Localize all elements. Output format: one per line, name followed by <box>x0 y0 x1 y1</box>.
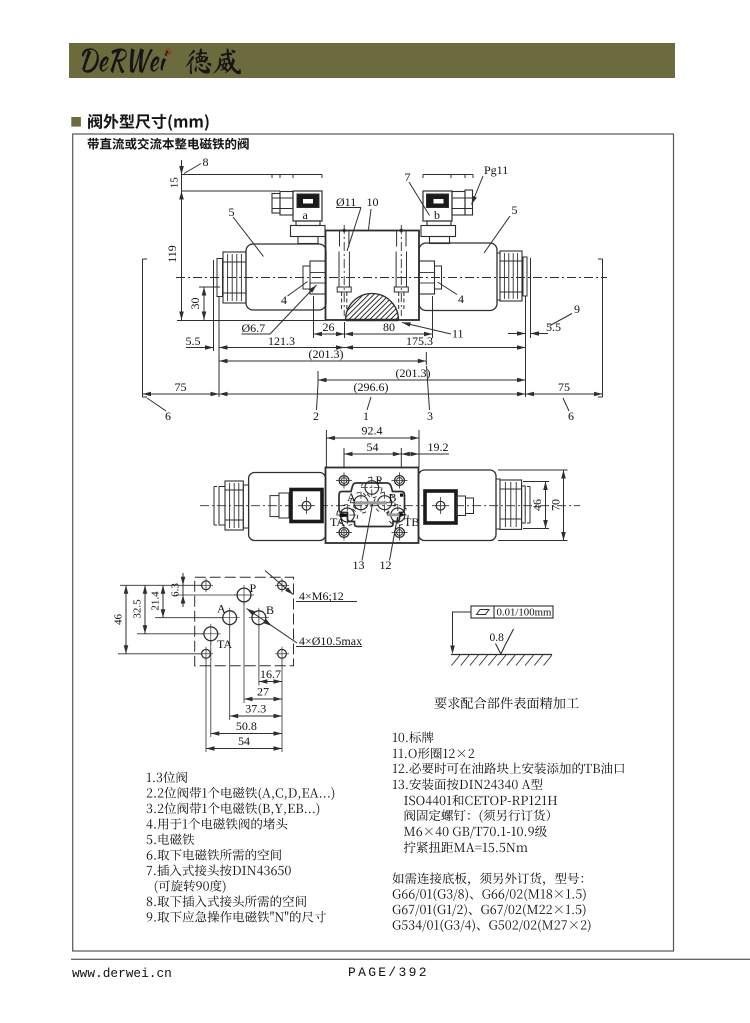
svg-text:46: 46 <box>113 614 125 626</box>
svg-text:4×M6;12: 4×M6;12 <box>299 589 344 603</box>
svg-text:B: B <box>389 491 397 505</box>
svg-text:12: 12 <box>380 558 392 572</box>
svg-text:Ø6.7: Ø6.7 <box>242 321 266 335</box>
svg-text:www.derwei.cn: www.derwei.cn <box>72 966 172 981</box>
svg-text:10: 10 <box>367 195 379 209</box>
svg-text:121.3: 121.3 <box>268 334 295 348</box>
svg-text:5: 5 <box>512 203 518 217</box>
svg-text:0.01/100mm: 0.01/100mm <box>497 607 552 619</box>
svg-text:15: 15 <box>169 177 181 189</box>
svg-text:80: 80 <box>383 320 395 334</box>
svg-text:Pg11: Pg11 <box>484 163 508 177</box>
svg-text:6: 6 <box>165 409 171 423</box>
svg-text:32.5: 32.5 <box>132 599 144 619</box>
svg-text:Ø11: Ø11 <box>336 195 356 209</box>
svg-text:0.8: 0.8 <box>490 632 505 644</box>
svg-text:2: 2 <box>313 409 319 423</box>
svg-text:b: b <box>434 208 440 222</box>
svg-text:54: 54 <box>367 440 379 454</box>
svg-text:(201.3): (201.3) <box>309 347 344 361</box>
svg-text:TA: TA <box>217 637 232 651</box>
svg-text:TA: TA <box>330 515 345 529</box>
svg-text:5.5: 5.5 <box>186 334 201 348</box>
svg-text:50.8: 50.8 <box>236 719 257 733</box>
svg-text:4×Ø10.5max: 4×Ø10.5max <box>299 634 362 648</box>
svg-text:75: 75 <box>175 380 187 394</box>
svg-text:9: 9 <box>574 302 580 316</box>
svg-text:6: 6 <box>568 409 574 423</box>
svg-text:16.7: 16.7 <box>260 667 281 681</box>
svg-text:5: 5 <box>229 205 235 219</box>
svg-text:6.3: 6.3 <box>170 583 182 597</box>
svg-text:3: 3 <box>427 409 433 423</box>
svg-text:4: 4 <box>281 293 287 307</box>
svg-text:(201.3): (201.3) <box>396 366 431 380</box>
svg-text:1: 1 <box>363 409 369 423</box>
svg-text:7: 7 <box>405 170 411 184</box>
svg-text:TB: TB <box>404 515 419 529</box>
svg-text:4: 4 <box>458 292 464 306</box>
svg-text:54: 54 <box>238 734 250 748</box>
svg-text:P: P <box>376 473 383 487</box>
svg-text:37.3: 37.3 <box>245 702 266 716</box>
svg-text:46: 46 <box>530 499 544 511</box>
svg-text:70: 70 <box>549 499 563 511</box>
svg-text:75: 75 <box>558 380 570 394</box>
svg-text:175.3: 175.3 <box>406 334 433 348</box>
svg-text:30: 30 <box>188 298 202 310</box>
svg-text:26: 26 <box>323 320 335 334</box>
svg-text:B: B <box>266 603 274 617</box>
svg-text:(296.6): (296.6) <box>354 380 389 394</box>
svg-text:13: 13 <box>353 558 365 572</box>
svg-text:A: A <box>217 602 226 616</box>
svg-text:92.4: 92.4 <box>362 424 383 438</box>
svg-text:5.5: 5.5 <box>546 320 561 334</box>
svg-text:P: P <box>250 581 257 595</box>
svg-text:a: a <box>303 208 309 222</box>
svg-text:19.2: 19.2 <box>428 440 449 454</box>
svg-text:27: 27 <box>257 685 269 699</box>
svg-text:21.4: 21.4 <box>150 591 162 611</box>
svg-text:11: 11 <box>452 327 464 341</box>
svg-text:PAGE/392: PAGE/392 <box>348 965 429 980</box>
svg-text:8: 8 <box>203 155 209 169</box>
svg-text:A: A <box>347 490 356 504</box>
svg-text:119: 119 <box>165 245 179 263</box>
